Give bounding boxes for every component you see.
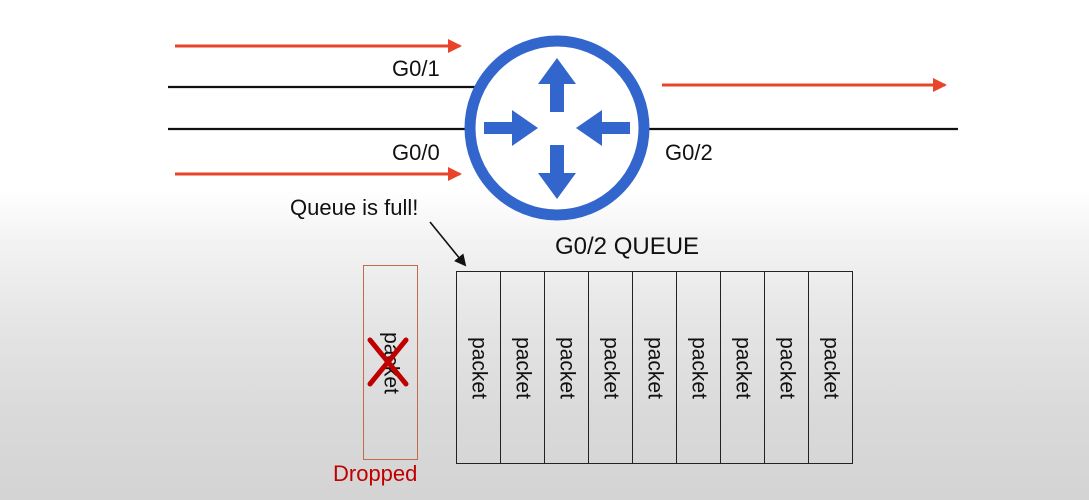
queue-slot: packet [589, 272, 633, 463]
queued-packet-label: packet [687, 336, 710, 399]
queued-packet-label: packet [775, 336, 798, 399]
packet-queue: packet packet packet packet packet packet pack… [456, 271, 853, 464]
dropped-label: Dropped [333, 461, 418, 486]
queued-packet-label: packet [643, 336, 666, 399]
x-mark-icon [367, 337, 409, 387]
dropped-packet: packet [363, 265, 418, 460]
queued-packet-label: packet [511, 336, 534, 399]
queue-title: G0/2 QUEUE [555, 233, 700, 260]
queue-slot: packet [765, 272, 809, 463]
port-label-g00: G0/0 [392, 140, 440, 165]
queue-slot: packet [721, 272, 765, 463]
port-label-g02: G0/2 [665, 140, 713, 165]
queue-slot: packet [457, 272, 501, 463]
queued-packet-label: packet [599, 336, 622, 399]
queued-packet-label: packet [555, 336, 578, 399]
queue-full-label: Queue is full! [290, 195, 419, 220]
port-label-g01: G0/1 [392, 56, 440, 81]
queue-slot: packet [501, 272, 545, 463]
queued-packet-label: packet [731, 336, 754, 399]
queue-full-pointer [429, 221, 467, 267]
router-icon [464, 35, 650, 221]
queue-slot: packet [809, 272, 852, 463]
queued-packet-label: packet [467, 336, 490, 399]
queue-slot: packet [677, 272, 721, 463]
queue-slot: packet [633, 272, 677, 463]
queue-slot: packet [545, 272, 589, 463]
queued-packet-label: packet [819, 336, 842, 399]
